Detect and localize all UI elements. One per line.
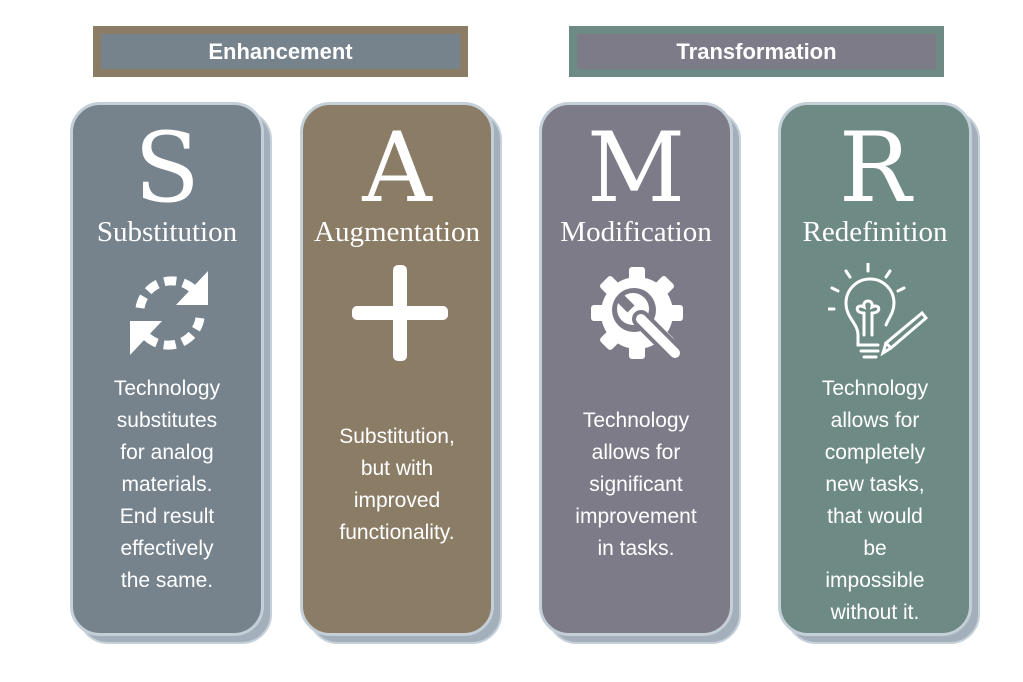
description-line: substitutes	[116, 409, 218, 432]
card-title: Substitution	[96, 216, 238, 248]
description-line: without it.	[830, 601, 920, 624]
description-line: impossible	[825, 569, 925, 592]
enhancement-header: Enhancement	[93, 26, 468, 77]
card-redefinition: R Redefinition Technology allows for com…	[778, 102, 980, 644]
card-letter: S	[134, 112, 200, 224]
card-augmentation: A Augmentation Substitution, but with im…	[300, 102, 502, 644]
card-title: Augmentation	[314, 216, 480, 248]
enhancement-label: Enhancement	[101, 34, 460, 69]
description-line: for analog	[120, 441, 214, 464]
card-title: Redefinition	[802, 216, 948, 248]
description-line: materials.	[121, 473, 213, 496]
description-line: that would	[827, 505, 923, 528]
description-line: significant	[589, 473, 683, 496]
gear-wrench-icon	[591, 267, 684, 362]
description-line: but with	[360, 457, 434, 480]
lightbulb-pencil-icon	[828, 263, 928, 359]
card-modification: M Modification Technology a	[539, 102, 741, 644]
description-line: completely	[824, 441, 926, 464]
transformation-header: Transformation	[569, 26, 944, 77]
description-line: in tasks.	[597, 537, 675, 560]
card-letter: A	[362, 112, 432, 224]
card-description: Technology allows for significant improv…	[548, 405, 724, 565]
description-line: Technology	[113, 377, 221, 400]
description-line: the same.	[120, 569, 214, 592]
description-line: Technology	[582, 409, 690, 432]
description-line: new tasks,	[825, 473, 925, 496]
description-line: Substitution,	[339, 425, 455, 448]
description-line: effectively	[120, 537, 214, 560]
card-description: Substitution, but with improved function…	[309, 421, 485, 549]
description-line: improvement	[575, 505, 697, 528]
description-line: allows for	[591, 441, 681, 464]
card-description: Technology allows for completely new tas…	[787, 373, 963, 629]
description-line: End result	[119, 505, 215, 528]
refresh-arrows-icon	[130, 271, 208, 355]
description-line: Technology	[821, 377, 929, 400]
description-line: improved	[353, 489, 441, 512]
card-letter: M	[586, 112, 686, 224]
card-letter: R	[838, 112, 912, 224]
description-line: allows for	[830, 409, 920, 432]
card-title: Modification	[560, 216, 712, 248]
description-line: functionality.	[339, 521, 455, 544]
card-substitution: S Substitution Technology substitutes fo…	[70, 102, 272, 644]
plus-icon	[352, 265, 448, 361]
card-description: Technology substitutes for analog materi…	[79, 373, 255, 597]
transformation-label: Transformation	[577, 34, 936, 69]
description-line: be	[863, 537, 887, 560]
